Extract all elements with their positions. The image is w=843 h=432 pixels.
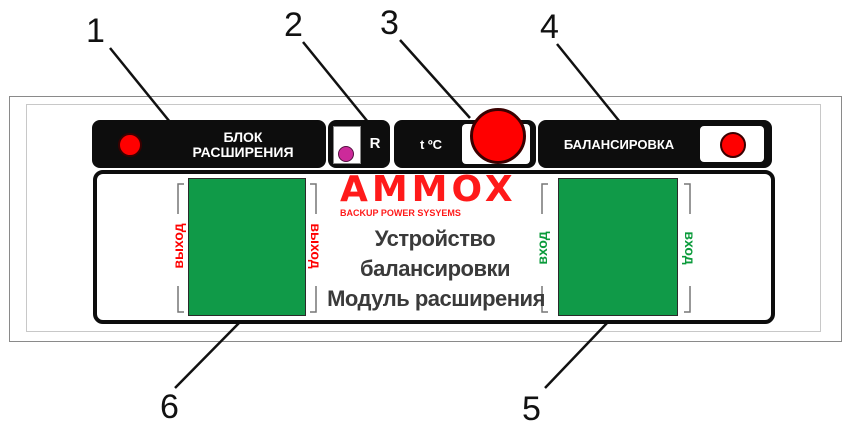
title-line-1: Устройство [374, 226, 496, 251]
leader-line-2 [302, 41, 369, 123]
input-label-inner: вход [682, 231, 698, 265]
expansion-label: БЛОК РАСШИРЕНИЯ [168, 130, 318, 159]
input-port [558, 178, 678, 316]
balancing-label: БАЛАНСИРОВКА [563, 137, 675, 152]
device-tray-inner [26, 104, 821, 332]
leader-line-5 [544, 321, 609, 389]
temperature-sensor-icon [470, 108, 526, 164]
reset-button[interactable] [333, 126, 361, 164]
callout-5: 5 [522, 390, 541, 428]
leader-line-4 [556, 43, 621, 123]
output-label-outer: выход [170, 223, 186, 269]
callout-4: 4 [540, 8, 559, 46]
expansion-led-icon [118, 133, 142, 157]
reset-label: R [369, 135, 381, 152]
title-line-3: Модуль расширения [327, 286, 545, 311]
brand-logo: AMMOX [340, 169, 517, 210]
expansion-label-line2: РАСШИРЕНИЯ [192, 143, 294, 160]
output-port [188, 178, 306, 316]
balancing-led-icon [720, 132, 746, 158]
expansion-label-line1: БЛОК [223, 129, 263, 145]
callout-2: 2 [284, 6, 303, 44]
leader-line-3 [399, 39, 471, 119]
temperature-label: t ºC [419, 137, 443, 152]
leader-line-1 [109, 47, 171, 123]
callout-3: 3 [380, 4, 399, 42]
brand-tagline: BACKUP POWER SYSYEMS [340, 208, 461, 218]
callout-6: 6 [160, 388, 179, 426]
leader-line-6 [174, 321, 241, 389]
callout-1: 1 [86, 12, 105, 50]
title-line-2: балансировки [359, 256, 511, 281]
reset-indicator-icon [338, 146, 354, 162]
